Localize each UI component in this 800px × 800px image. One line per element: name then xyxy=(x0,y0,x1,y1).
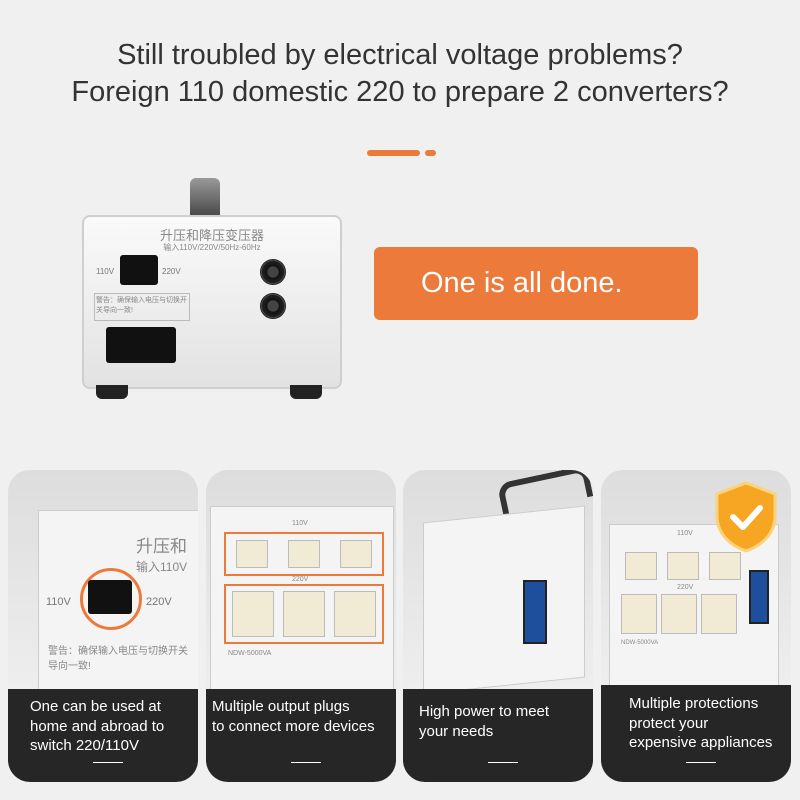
closeup-warning: 警告：确保输入电压与切换开关导向一致! xyxy=(48,646,188,672)
feature-card-protection: 110V 220V NDW-5000VA Multiple protection… xyxy=(601,470,791,782)
label-220v: 220V xyxy=(292,576,309,583)
feature-card-switch: 升压和 输入110V 110V 220V 警告：确保输入电压与切换开关导向一致!… xyxy=(8,470,198,782)
universal-outlet xyxy=(283,591,325,637)
label-110v: 110V xyxy=(96,267,115,276)
label-220v: 220V xyxy=(162,267,181,276)
headline-line-1: Still troubled by electrical voltage pro… xyxy=(117,39,683,71)
label-220v: 220V xyxy=(677,584,694,591)
caption-underline xyxy=(488,762,518,763)
card-caption: High power to meet your needs xyxy=(403,689,593,782)
device-foot xyxy=(290,385,322,399)
card-caption: Multiple protections protect your expens… xyxy=(601,685,791,782)
device-angled xyxy=(423,505,585,695)
device-input-spec: 输入110V/220V/50Hz-60Hz xyxy=(163,243,261,252)
closeup-title: 升压和 xyxy=(136,537,187,556)
closeup-spec: 输入110V xyxy=(136,560,188,574)
circuit-breaker xyxy=(523,580,547,644)
device-title: 升压和降压变压器 xyxy=(159,228,264,243)
universal-outlet xyxy=(232,591,274,637)
closeup-110v: 110V xyxy=(46,596,71,608)
voltage-switch xyxy=(120,255,158,285)
divider-dot xyxy=(425,150,436,156)
universal-outlet xyxy=(701,594,737,634)
label-110v: 110V xyxy=(677,530,693,537)
circuit-breaker xyxy=(749,570,769,624)
model-label: NDW-5000VA xyxy=(621,640,659,646)
universal-outlet xyxy=(661,594,697,634)
device-handle xyxy=(190,178,220,218)
device-foot xyxy=(96,385,128,399)
us-outlet xyxy=(625,552,657,580)
power-inlet xyxy=(106,327,176,363)
us-outlet xyxy=(288,540,320,568)
feature-card-power: High power to meet your needs xyxy=(403,470,593,782)
us-outlet xyxy=(236,540,268,568)
universal-outlet xyxy=(621,594,657,634)
us-outlet xyxy=(709,552,741,580)
universal-outlet xyxy=(334,591,376,637)
caption-underline xyxy=(291,762,321,763)
headline-line-2: Foreign 110 domestic 220 to prepare 2 co… xyxy=(71,76,729,108)
callout-banner: One is all done. xyxy=(374,247,698,320)
feature-card-outputs: 110V 220V NDW-5000VA Multiple output plu… xyxy=(206,470,396,782)
caption-underline xyxy=(93,762,123,763)
card-caption: Multiple output plugs to connect more de… xyxy=(206,689,396,782)
highlight-circle xyxy=(80,568,142,630)
output-jack-1 xyxy=(260,259,286,285)
transformer-device: 升压和降压变压器 输入110V/220V/50Hz-60Hz 110V 220V… xyxy=(82,215,342,389)
shield-check-icon xyxy=(715,481,777,553)
warning-label: 警告：确保输入电压与切换开关导向一致! xyxy=(94,293,190,321)
us-outlets-highlight xyxy=(224,532,384,576)
closeup-220v: 220V xyxy=(146,596,172,608)
label-110v: 110V xyxy=(292,520,308,527)
us-outlet xyxy=(340,540,372,568)
card-caption: One can be used at home and abroad to sw… xyxy=(8,689,198,782)
universal-outlets-highlight xyxy=(224,584,384,644)
us-outlet xyxy=(667,552,699,580)
output-jack-2 xyxy=(260,293,286,319)
model-label: NDW-5000VA xyxy=(228,650,272,657)
divider-dash xyxy=(367,150,420,156)
closeup-switch xyxy=(88,580,132,614)
caption-underline xyxy=(686,762,716,763)
